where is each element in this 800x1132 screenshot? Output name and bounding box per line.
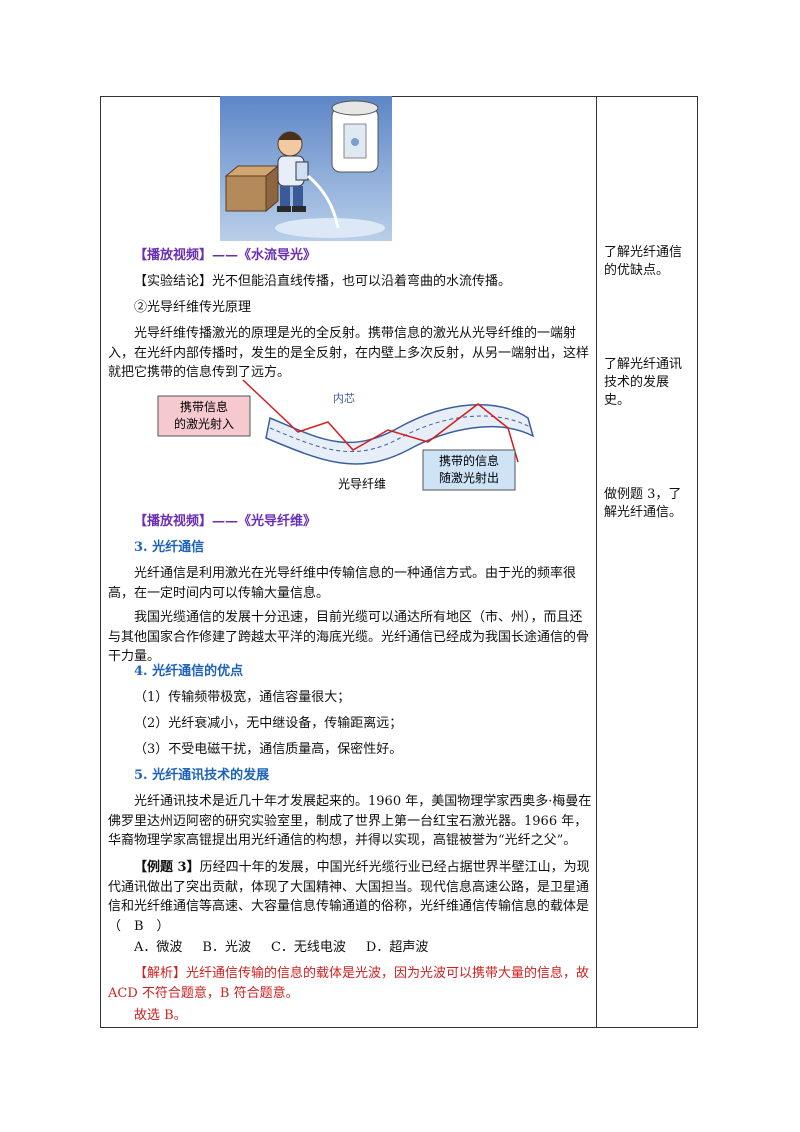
optical-fiber-diagram: 携带信息 的激光射入 内芯 外套 光导纤维 携带的信息 随激光射出 — [157, 379, 535, 491]
section5-p1: 光纤通讯技术是近几十年才发展起来的。1960 年，美国物理学家西奥多·梅曼在佛罗… — [108, 794, 592, 848]
principle-title: ②光导纤维传光原理 — [134, 300, 252, 315]
section4-title: 4. 光纤通信的优点 — [134, 664, 244, 679]
in-label-2: 的激光射入 — [174, 416, 234, 431]
option-a[interactable]: A．微波 — [134, 940, 183, 955]
side-note-1: 了解光纤通信的优缺点。 — [604, 245, 683, 278]
video2-title[interactable]: 《光导纤维》 — [238, 514, 317, 529]
principle-paragraph: 光导纤维传播激光的原理是光的全反射。携带信息的激光从光导纤维的一端射入，在光纤内… — [108, 326, 590, 380]
video-title[interactable]: 《水流导光》 — [238, 248, 317, 263]
conclusion-text: 光不但能沿直线传播，也可以沿着弯曲的水流传播。 — [212, 274, 512, 289]
example-tag: 【例题 3】 — [134, 860, 200, 875]
section3-title: 3. 光纤通信 — [134, 540, 205, 555]
column-divider — [596, 96, 597, 1028]
example-text: 历经四十年的发展，中国光纤光缆行业已经占据世界半壁江山，为现代通讯做出了突出贡献… — [108, 860, 590, 934]
option-d[interactable]: D．超声波 — [365, 940, 429, 955]
advantage-item-3: （3）不受电磁干扰，通信质量高，保密性好。 — [134, 742, 403, 757]
out-label-2: 随激光射出 — [439, 470, 499, 485]
analysis-tag: 【解析】 — [134, 966, 187, 981]
answer-text: 故选 B。 — [134, 1008, 187, 1023]
option-c[interactable]: C．无线电波 — [270, 940, 346, 955]
fiber-label: 光导纤维 — [338, 477, 386, 491]
video2-tag: 【播放视频】 — [134, 514, 213, 529]
out-label-1: 携带的信息 — [439, 453, 499, 468]
side-note-3: 做例题 3，了解光纤通信。 — [604, 487, 683, 520]
advantage-item-2: （2）光纤衰减小，无中继设备，传输距离远； — [134, 716, 403, 731]
video-tag: 【播放视频】 — [134, 248, 213, 263]
option-b[interactable]: B．光波 — [202, 940, 251, 955]
section3-p2: 我国光缆通信的发展十分迅速，目前光缆可以通达所有地区（市、州），而且还与其他国家… — [108, 610, 590, 664]
in-label-1: 携带信息 — [180, 399, 228, 414]
water-light-guide-illustration — [220, 96, 392, 241]
advantage-item-1: （1）传输频带极宽，通信容量很大； — [134, 690, 351, 705]
table-frame — [100, 96, 698, 1028]
side-note-2: 了解光纤通讯技术的发展史。 — [604, 357, 683, 408]
video-dash: —— — [212, 248, 239, 263]
section5-title: 5. 光纤通讯技术的发展 — [134, 768, 270, 783]
example-options: A．微波 B．光波 C．无线电波 D．超声波 — [134, 938, 448, 958]
video2-dash: —— — [212, 514, 239, 529]
core-label: 内芯 — [333, 391, 355, 405]
analysis-text: 光纤通信传输的信息的载体是光波，因为光波可以携带大量的信息，故 ACD 不符合题… — [108, 966, 590, 1001]
conclusion-tag: 【实验结论】 — [134, 274, 213, 289]
section3-p1: 光纤通信是利用激光在光导纤维中传输信息的一种通信方式。由于光的频率很高，在一定时… — [108, 566, 577, 601]
